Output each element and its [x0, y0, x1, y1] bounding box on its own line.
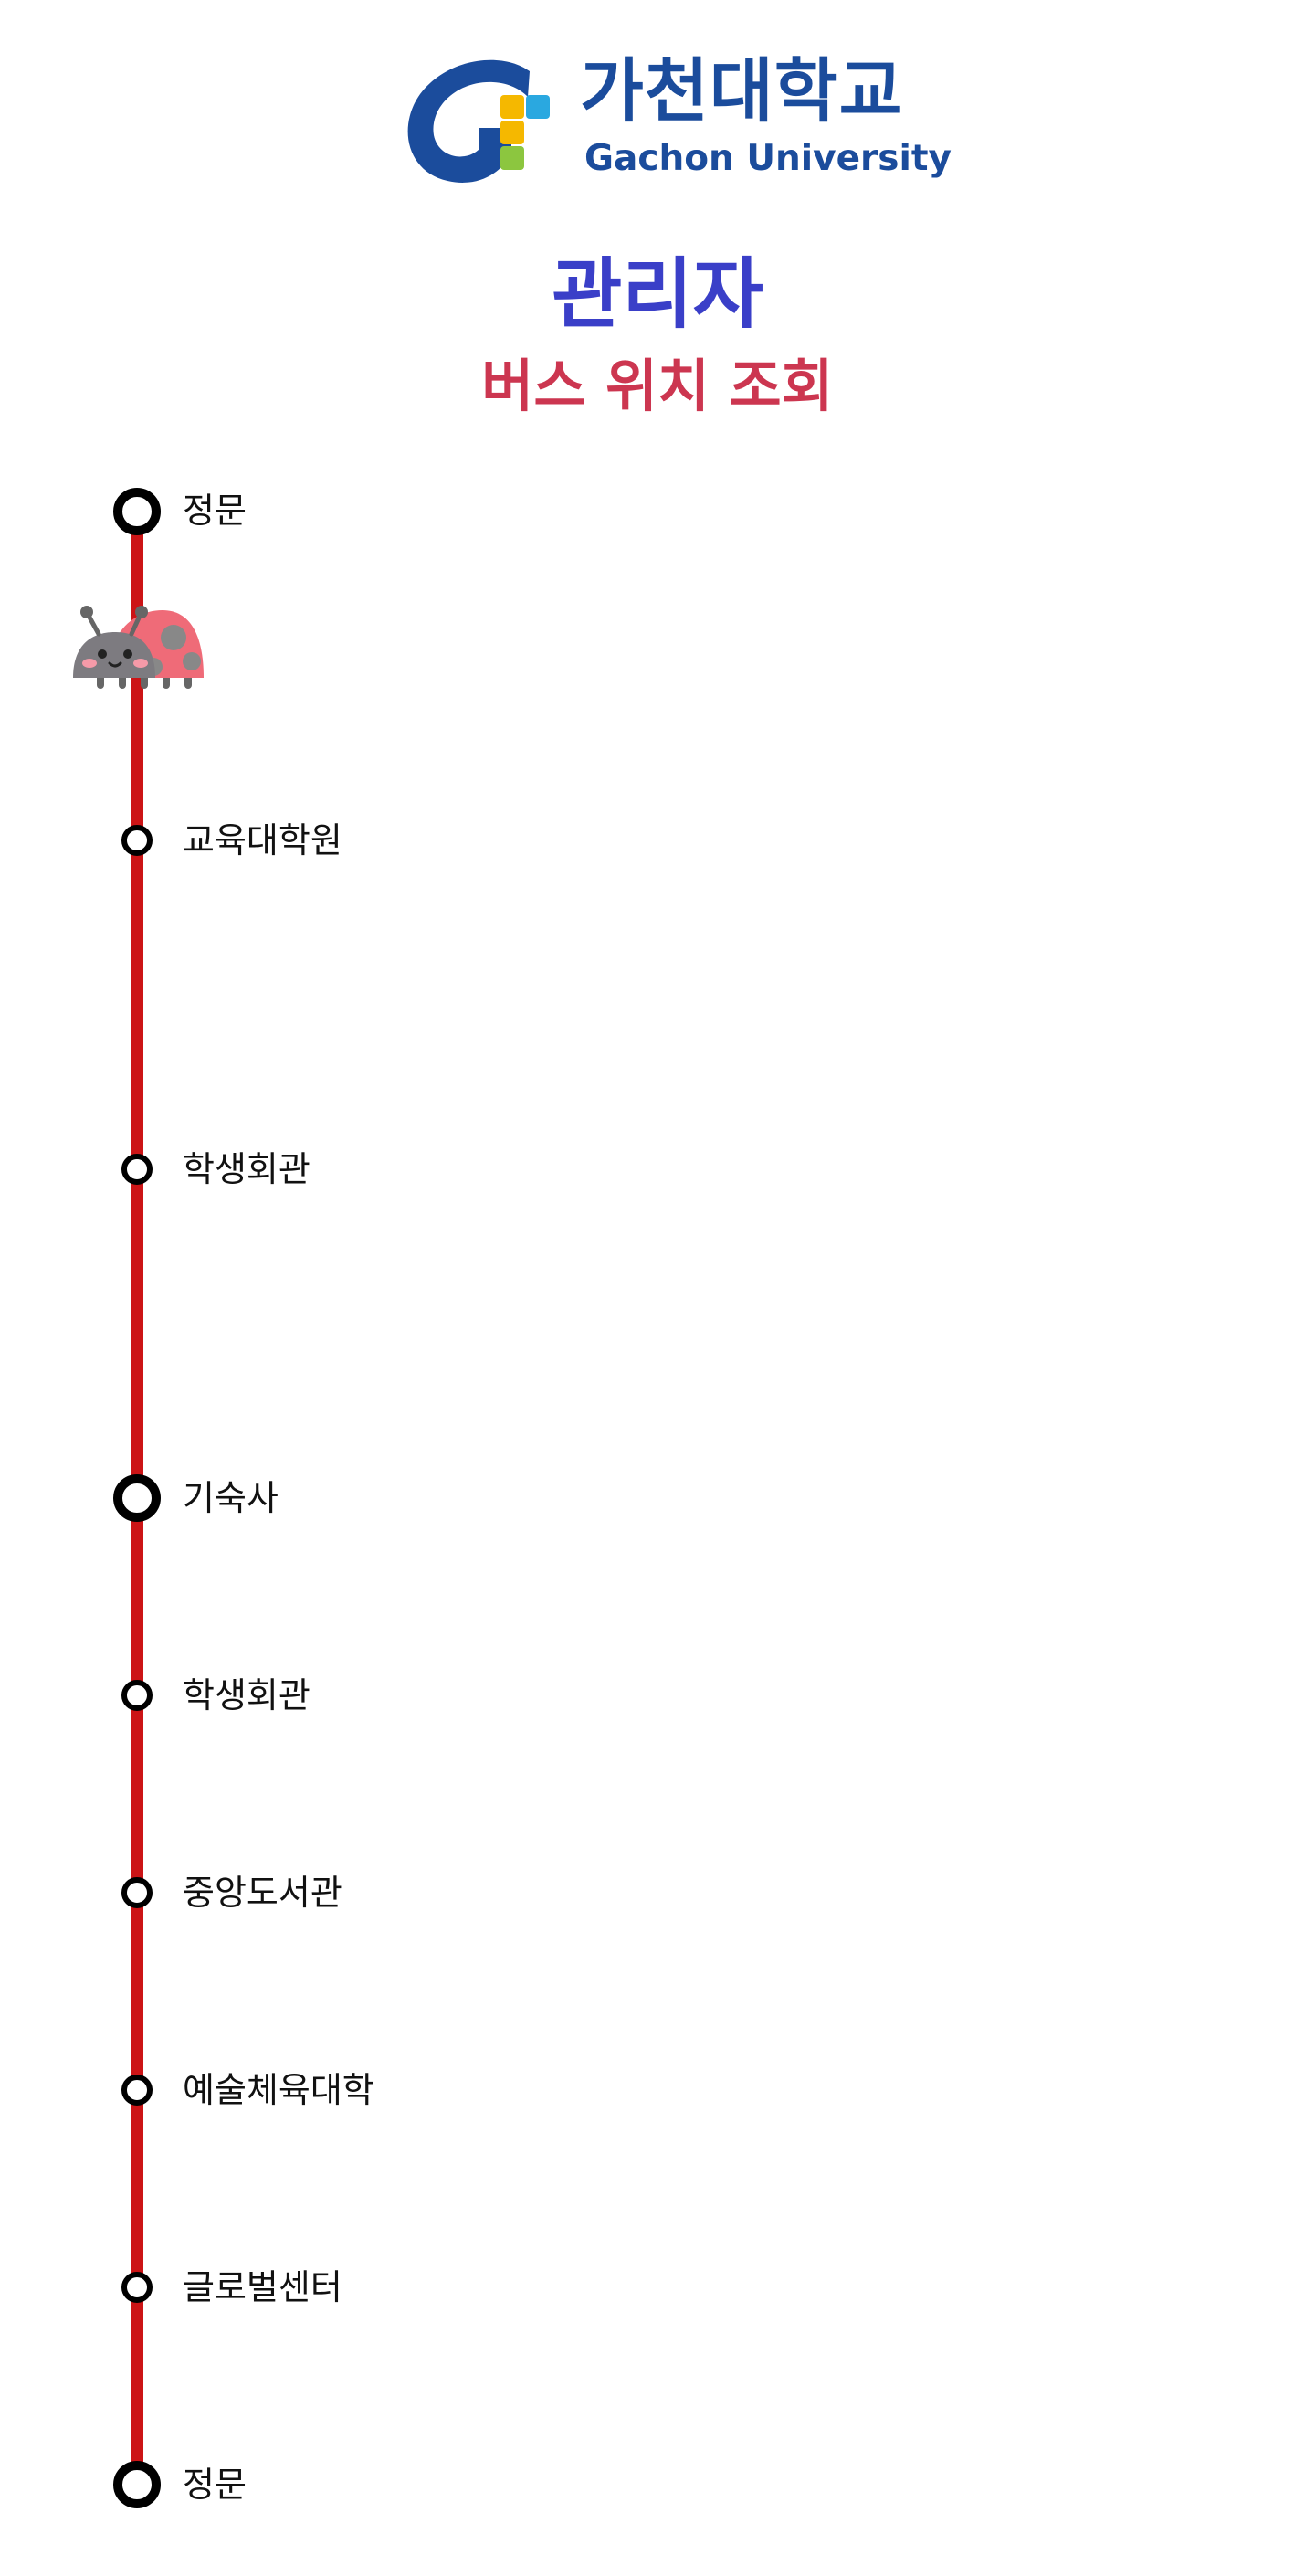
stop-marker-central-library[interactable]	[121, 1877, 153, 1908]
gachon-university-logo: 가천대학교 Gachon University	[393, 50, 952, 190]
stop-label-global-center[interactable]: 글로벌센터	[183, 2267, 342, 2307]
page-title: 관리자	[552, 249, 763, 339]
stop-marker-main-gate-end[interactable]	[113, 2461, 161, 2508]
stop-label-student-union[interactable]: 학생회관	[183, 1149, 310, 1189]
stop-marker-graduate-school-education[interactable]	[121, 825, 153, 856]
stop-marker-arts-sports-college[interactable]	[121, 2075, 153, 2106]
gachon-logo-mark-icon	[407, 59, 550, 183]
ladybug-icon[interactable]	[71, 594, 208, 691]
stop-label-dormitory[interactable]: 기숙사	[183, 1478, 279, 1518]
stop-label-student-union-2[interactable]: 학생회관	[183, 1675, 310, 1716]
stop-marker-main-gate[interactable]	[113, 488, 161, 535]
logo-english-text: Gachon University	[584, 138, 952, 179]
stop-label-main-gate[interactable]: 정문	[183, 491, 247, 531]
stop-label-arts-sports-college[interactable]: 예술체육대학	[183, 2070, 374, 2110]
stop-label-graduate-school-education[interactable]: 교육대학원	[183, 820, 342, 860]
stop-marker-dormitory[interactable]	[113, 1474, 161, 1522]
logo-korean-text: 가천대학교	[580, 50, 904, 132]
stop-marker-global-center[interactable]	[121, 2272, 153, 2303]
stop-marker-student-union[interactable]	[121, 1154, 153, 1185]
stop-label-main-gate-end[interactable]: 정문	[183, 2465, 247, 2505]
stop-marker-student-union-2[interactable]	[121, 1680, 153, 1711]
page-subtitle: 버스 위치 조회	[481, 353, 834, 419]
stop-label-central-library[interactable]: 중앙도서관	[183, 1873, 342, 1913]
